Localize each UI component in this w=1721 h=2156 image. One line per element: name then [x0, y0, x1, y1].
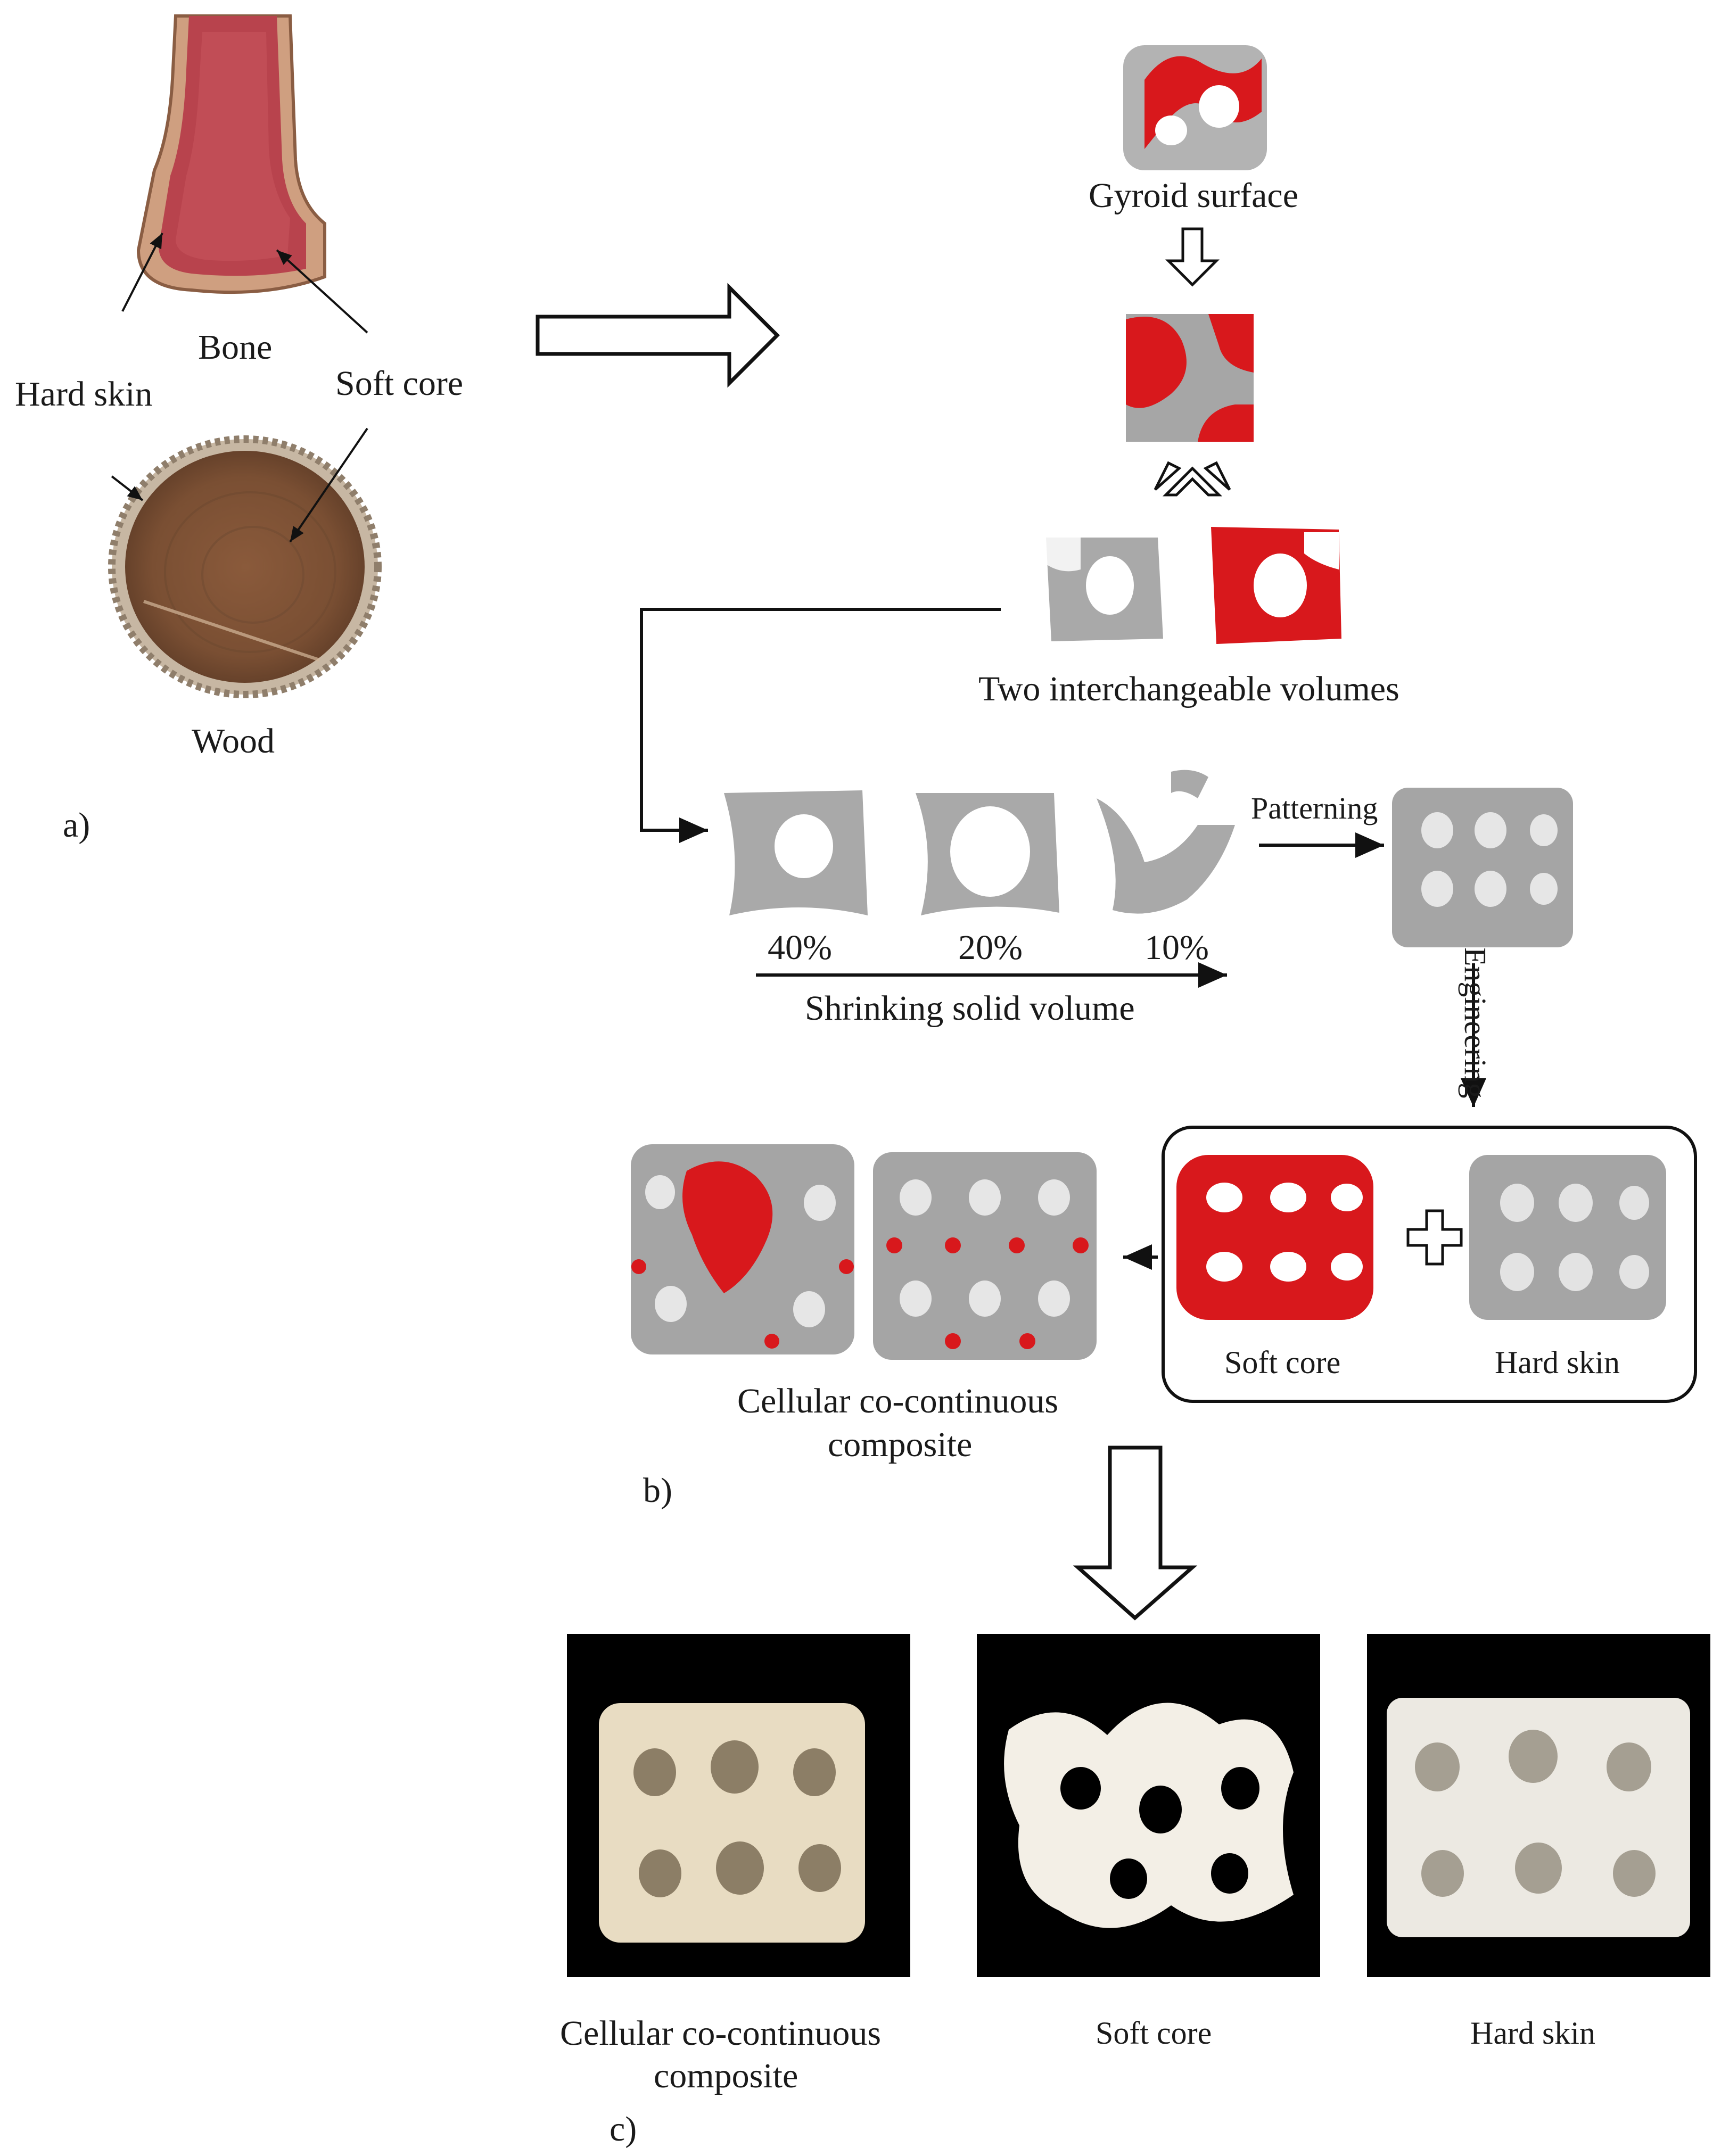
soft-core-pointer-bone: [276, 249, 368, 334]
hard-skin-lattice-illustration: [1469, 1155, 1666, 1320]
soft-core-pointer-wood: [289, 427, 368, 543]
volume-20-illustration: [916, 793, 1059, 915]
composite-label-c-line2: composite: [654, 2056, 798, 2095]
bone-label: Bone: [198, 328, 273, 367]
pct-20-label: 20%: [958, 928, 1023, 967]
composite-label-b-line2: composite: [828, 1425, 973, 1464]
red-volume-illustration: [1211, 527, 1341, 644]
big-arrow-right: [536, 283, 780, 388]
panel-c-label: c): [610, 2110, 637, 2149]
composite-label-c-line1: Cellular co-continuous: [560, 2014, 882, 2053]
engineering-label: Engineering: [1458, 947, 1493, 1098]
panel-a-label: a): [63, 806, 90, 845]
photo-composite: [567, 1634, 910, 1977]
gyroid-surface-label: Gyroid surface: [1089, 176, 1299, 215]
volume-10-illustration: [1097, 770, 1235, 914]
composite-lattice-2-illustration: [873, 1152, 1097, 1360]
split-arrow: [1154, 461, 1231, 497]
shrinking-label: Shrinking solid volume: [805, 989, 1135, 1028]
hard-skin-pointer-bone: [121, 233, 163, 312]
patterning-label: Patterning: [1251, 791, 1378, 825]
soft-core-lattice-illustration: [1176, 1155, 1373, 1320]
pct-10-label: 10%: [1144, 928, 1209, 967]
photo-soft-core: [977, 1634, 1320, 1977]
grey-volume-illustration: [1046, 538, 1163, 641]
wood-label: Wood: [192, 722, 275, 761]
pct-40-label: 40%: [768, 928, 832, 967]
hard-skin-label-b: Hard skin: [1495, 1345, 1620, 1380]
down-arrow-1: [1165, 227, 1220, 287]
connector-to-shrinking: [640, 608, 1001, 843]
two-volumes-label: Two interchangeable volumes: [978, 670, 1399, 708]
soft-core-label-b: Soft core: [1224, 1345, 1341, 1380]
big-arrow-down: [1073, 1445, 1198, 1621]
composite-label-b-line1: Cellular co-continuous: [737, 1382, 1059, 1420]
gyroid-surface-illustration: [1123, 45, 1267, 170]
panel-b-label: b): [643, 1471, 672, 1510]
bone-illustration: [136, 14, 326, 294]
plus-sign: [1406, 1209, 1463, 1266]
hard-skin-label-a: Hard skin: [15, 375, 153, 414]
patterned-lattice-illustration: [1392, 788, 1573, 947]
engineering-box: [1162, 1126, 1697, 1403]
gyroid-cube-illustration: [1126, 314, 1254, 442]
soft-core-label-a: Soft core: [335, 364, 464, 403]
hard-skin-pointer-wood: [111, 475, 144, 501]
composite-lattice-1-illustration: [631, 1144, 854, 1354]
soft-core-label-c: Soft core: [1096, 2015, 1212, 2051]
hard-skin-label-c: Hard skin: [1470, 2015, 1595, 2051]
wood-illustration: [108, 435, 382, 698]
volume-40-illustration: [724, 790, 868, 915]
photo-hard-skin: [1367, 1634, 1710, 1977]
